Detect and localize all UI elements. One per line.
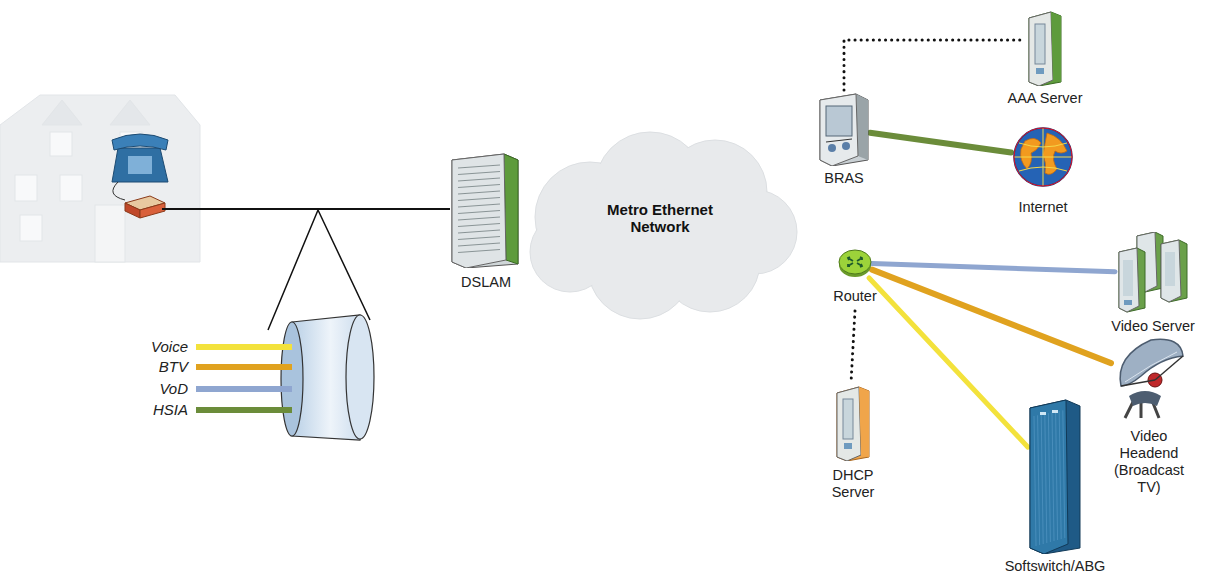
dhcp-server: DHCP Server — [818, 383, 888, 505]
video-headend: Video Headend (Broadcast TV) — [1096, 336, 1202, 500]
telephone — [112, 134, 168, 200]
connector — [870, 133, 1011, 153]
aaa-server: AAA Server — [990, 8, 1100, 111]
aaa-server-icon — [1027, 10, 1063, 86]
softswitch-icon — [1028, 398, 1082, 554]
router: Router — [824, 246, 886, 309]
node-label: BRAS — [813, 170, 875, 187]
node-label: DHCP Server — [825, 467, 881, 501]
router-icon — [838, 248, 872, 278]
legend-swatch — [196, 344, 292, 350]
video-headend-icon — [1111, 336, 1187, 420]
connector — [869, 278, 1028, 447]
dsl-modem — [125, 196, 165, 218]
legend-swatch — [196, 386, 292, 392]
metro-cloud: Metro Ethernet Network — [520, 122, 800, 322]
node-label: Metro Ethernet Network — [595, 201, 725, 235]
dslam: DSLAM — [440, 148, 532, 295]
bundle-hanger — [268, 210, 370, 330]
legend-label: VoD — [159, 380, 188, 398]
connector — [844, 40, 1025, 90]
bras-icon — [818, 92, 870, 166]
node-label: Video Server — [1105, 318, 1201, 335]
legend-swatch — [196, 364, 292, 370]
node-label: Video Headend (Broadcast TV) — [1104, 428, 1194, 496]
node-label: DSLAM — [441, 274, 531, 291]
video-server: Video Server — [1104, 232, 1202, 339]
dhcp-server-icon — [835, 385, 871, 461]
node-label: Router — [825, 288, 885, 305]
node-label: Internet — [1004, 199, 1082, 216]
connector — [851, 311, 855, 383]
video-server-icon — [1115, 232, 1191, 314]
house — [0, 95, 200, 262]
internet-globe-icon — [1011, 125, 1075, 189]
subscriber-line — [162, 208, 450, 210]
connector — [872, 264, 1115, 272]
node-label: AAA Server — [991, 90, 1099, 107]
legend-label: BTV — [159, 358, 188, 376]
legend-label: HSIA — [153, 401, 188, 419]
bras: BRAS — [812, 90, 876, 191]
legend-label: Voice — [151, 338, 188, 356]
cable-bundle — [281, 315, 374, 440]
softswitch: Softswitch/ABG — [985, 398, 1125, 579]
dslam-icon — [448, 150, 520, 268]
legend-swatch — [196, 407, 292, 413]
internet-globe: Internet — [1003, 123, 1083, 220]
node-label: Softswitch/ABG — [986, 558, 1124, 575]
